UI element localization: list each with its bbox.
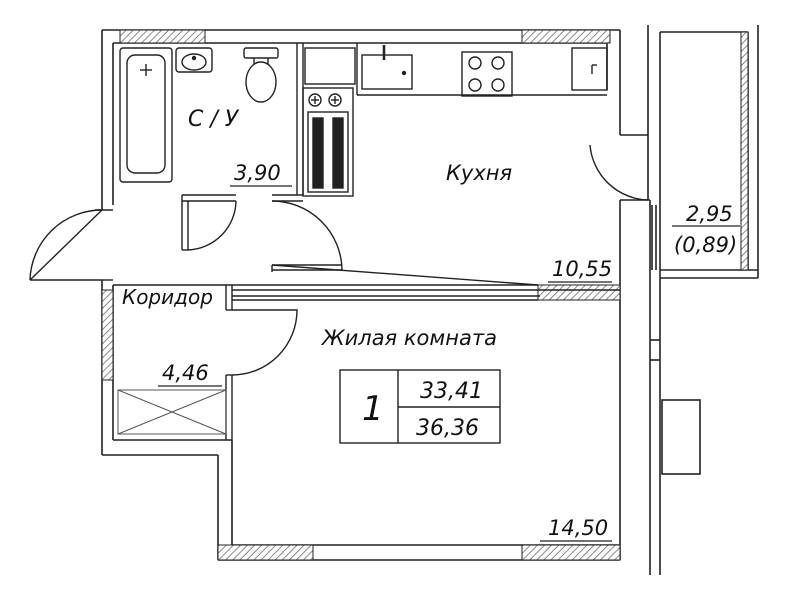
living-room-label: Жилая комната [320, 326, 497, 350]
entrance-door [29, 209, 103, 281]
living-room-door [231, 309, 298, 376]
kitchen-sink-icon [361, 45, 413, 90]
area-underlines [158, 185, 740, 542]
interior-partitions [102, 43, 620, 440]
bathtub-icon [119, 47, 173, 183]
corridor-area: 4,46 [162, 361, 209, 385]
bathroom-door [187, 200, 237, 251]
washbasin-icon [175, 47, 213, 73]
rooms-count: 1 [362, 389, 384, 429]
kitchen-door [271, 200, 343, 271]
bathroom-label: С / У [188, 107, 240, 132]
hatched-wall-sections [101, 29, 749, 561]
toilet-icon [243, 47, 279, 103]
bathroom-area: 3,90 [234, 161, 281, 185]
balcony-area-reduced: (0,89) [674, 233, 737, 257]
fridge-icon [571, 47, 608, 91]
cooktop-icon [461, 51, 513, 97]
summary-box [339, 369, 501, 444]
corridor-label: Коридор [122, 285, 213, 309]
balcony-area: 2,95 [686, 202, 733, 226]
living-room-area: 14,50 [548, 516, 608, 540]
kitchen-area: 10,55 [552, 257, 612, 281]
fixtures [117, 43, 608, 435]
balcony-door [589, 144, 649, 201]
kitchen-label: Кухня [446, 161, 512, 185]
washing-machine-icon [302, 87, 354, 197]
living-area-total: 33,41 [420, 379, 483, 404]
wardrobe-icon [117, 389, 227, 435]
total-area: 36,36 [416, 416, 479, 441]
door-swings [29, 144, 649, 376]
